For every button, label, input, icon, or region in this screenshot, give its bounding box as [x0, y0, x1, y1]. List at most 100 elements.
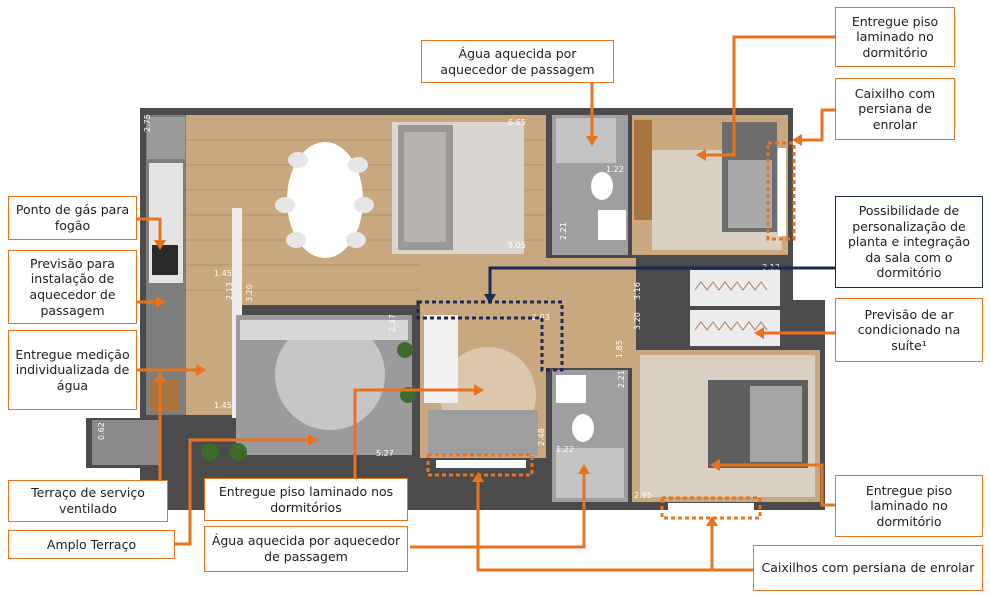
plant [229, 443, 247, 461]
bedroom-2-wardrobe [424, 315, 458, 403]
sink-bottom [556, 375, 586, 403]
dim-label: 1.22 [606, 165, 624, 174]
callout-caixilhos-bottom: Caixilhos com persiana de enrolar [753, 545, 983, 591]
arrow-head [586, 136, 598, 146]
callout-medicao-agua: Entregue medição individualizada de água [8, 330, 137, 410]
dim-label: 2.95 [634, 491, 652, 500]
arrow-head [754, 327, 764, 339]
fridge [147, 117, 185, 159]
arrow-head [578, 464, 590, 474]
toilet-top [591, 172, 613, 200]
suite-bed-sheet [750, 386, 802, 462]
callout-terraco-servico: Terraço de serviço ventilado [8, 480, 168, 522]
shower-top [556, 118, 616, 163]
dim-label: 2.13 [225, 282, 234, 300]
dim-label: 6.65 [508, 118, 526, 127]
chair [288, 152, 308, 168]
arrow-head [710, 459, 720, 471]
arrow-head [474, 384, 484, 396]
callout-piso-dormitorios-bottom: Entregue piso laminado nos dormitórios [204, 478, 408, 521]
leader-piso-top [700, 35, 835, 157]
window-suite [668, 503, 754, 511]
chair [346, 232, 366, 248]
dim-label: 1.45 [214, 269, 232, 278]
bedroom-1-bed-sheet [728, 160, 772, 228]
callout-ponto-gas: Ponto de gás para fogão [8, 196, 137, 240]
dim-label: 3.20 [633, 312, 642, 330]
plant [397, 342, 413, 358]
terrace-bench [240, 320, 408, 340]
terrace-rug [275, 320, 385, 430]
arrow-head [484, 294, 496, 304]
dining-table [287, 142, 363, 258]
window-bedroom-2 [436, 460, 526, 468]
dim-label: 1.45 [214, 401, 232, 410]
desk [634, 120, 652, 220]
dim-label: 2.21 [617, 370, 626, 388]
leader-amplo-terraco [175, 438, 312, 546]
dim-label: 2.03 [532, 313, 550, 322]
callout-agua-bottom: Água aquecida por aquecedor de passagem [204, 526, 408, 572]
leader-agua-bottom [410, 470, 586, 549]
window-bedroom-1 [778, 148, 786, 236]
callout-piso-dormitorio-bottom-right: Entregue piso laminado no dormitório [835, 475, 983, 537]
callout-ar-condicionado: Previsão de ar condicionado na suíte¹ [835, 298, 983, 362]
partition [232, 208, 242, 418]
highlight-caixilho-bedroom-2 [426, 453, 534, 477]
dim-label: 0.62 [97, 422, 106, 440]
highlight-integration [416, 300, 564, 372]
callout-agua-top: Água aquecida por aquecedor de passagem [421, 40, 614, 83]
arrow-head [156, 296, 166, 308]
service-terrace [92, 420, 160, 465]
dim-label: 2.21 [559, 222, 568, 240]
arrow-head [154, 372, 166, 382]
dim-label: 3.16 [633, 282, 642, 300]
callout-amplo-terraco: Amplo Terraço [8, 530, 175, 559]
chair [354, 197, 374, 213]
sofa-cushion [404, 132, 446, 242]
dim-label: 1.85 [615, 340, 624, 358]
toilet-bottom [572, 414, 594, 442]
dim-label: 2.75 [143, 114, 152, 132]
callout-previsao-aquecedor: Previsão para instalação de aquecedor de… [8, 250, 137, 324]
dim-label: 5.27 [376, 449, 394, 458]
callout-personalizacao: Possibilidade de personalização de plant… [835, 196, 983, 288]
dim-label: 2.48 [537, 428, 546, 446]
dim-label: 5.05 [508, 241, 526, 250]
leader-personalizacao [488, 266, 835, 298]
leader-ponto-gas [137, 217, 162, 245]
shower-bottom [556, 448, 624, 498]
leader-caixilhos-bottom [476, 478, 753, 572]
wardrobe-2 [690, 310, 780, 346]
sink-top [598, 210, 626, 240]
chair [286, 232, 306, 248]
arrow-head [196, 364, 206, 376]
leader-piso-bottom [353, 388, 478, 480]
arrow-head [308, 434, 318, 446]
leader-piso-bottom-right [716, 463, 835, 507]
chair [275, 197, 295, 213]
arrow-head [154, 240, 166, 250]
dimension-labels: 2.75 2.13 1.45 3.20 1.45 0.62 6.65 5.05 … [97, 114, 780, 500]
leader-caixilho-top [796, 108, 835, 142]
arrow-head [706, 516, 718, 526]
arrow-head [696, 149, 706, 161]
highlight-caixilho-suite [660, 496, 762, 520]
bedroom-2-bed [428, 410, 538, 455]
dim-label: 3.20 [245, 284, 254, 302]
dim-label: 2.37 [388, 314, 397, 332]
laundry [150, 380, 180, 412]
callout-piso-dormitorio-top: Entregue piso laminado no dormitório [835, 7, 955, 67]
plant [201, 443, 219, 461]
dim-label: 1.22 [556, 445, 574, 454]
chair [348, 157, 368, 173]
arrow-head [472, 472, 484, 482]
service-floor [186, 305, 232, 415]
callout-caixilho-top: Caixilho com persiana de enrolar [835, 78, 955, 140]
corridor-floor-2 [420, 258, 546, 308]
wardrobe-1 [690, 270, 780, 306]
arrow-head [792, 134, 802, 146]
highlight-caixilho-top [766, 141, 796, 241]
stove [152, 245, 178, 275]
